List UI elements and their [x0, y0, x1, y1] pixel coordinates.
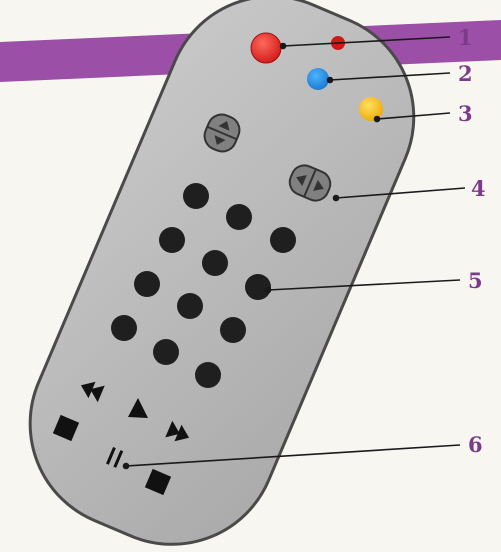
callout-label-6: 6	[468, 432, 483, 457]
callout-dot-6	[124, 464, 129, 469]
callout-dot-5	[266, 288, 271, 293]
callout-label-2: 2	[458, 61, 473, 86]
callout-dot-3	[375, 117, 380, 122]
keypad-button	[153, 339, 179, 365]
keypad-button	[270, 227, 296, 253]
callout-label-5: 5	[468, 268, 483, 293]
callout-dot-4	[334, 196, 339, 201]
red-button	[251, 33, 281, 63]
blue-button	[307, 68, 329, 90]
keypad-button	[226, 204, 252, 230]
callout-label-3: 3	[458, 101, 473, 126]
keypad-button	[177, 293, 203, 319]
keypad-button	[202, 250, 228, 276]
keypad-button	[220, 317, 246, 343]
remote-body	[0, 0, 446, 548]
keypad-button	[159, 227, 185, 253]
callout-dot-2	[328, 78, 333, 83]
keypad-button	[134, 271, 160, 297]
keypad-button	[195, 362, 221, 388]
callout-dot-1	[281, 44, 286, 49]
callout-label-4: 4	[471, 176, 486, 201]
keypad-button	[111, 315, 137, 341]
callout-label-1: 1	[458, 25, 473, 50]
remote-body-group	[0, 0, 446, 548]
keypad-button	[183, 183, 209, 209]
